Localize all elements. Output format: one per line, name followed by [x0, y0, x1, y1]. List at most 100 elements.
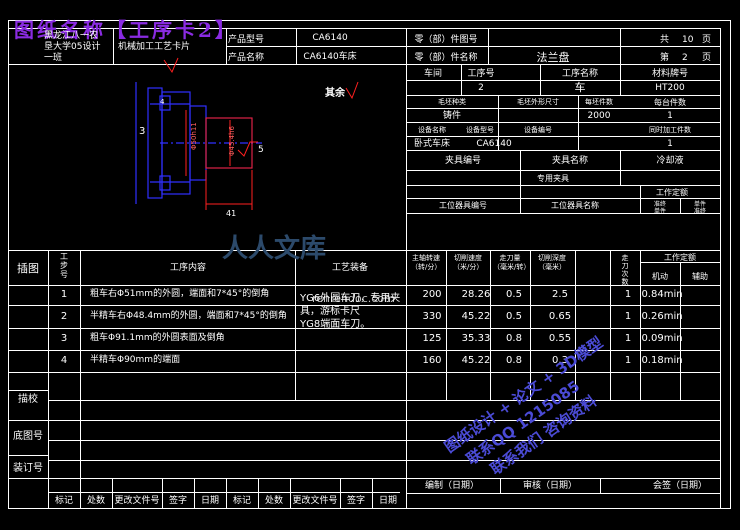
op-name: 车 [574, 81, 586, 94]
h-fixture-name: 夹具名称 [551, 156, 589, 166]
op-depth: 2.5 [552, 289, 568, 300]
sig-count-2: 处数 [264, 496, 284, 506]
outer-frame [8, 20, 731, 509]
sig-date: 日期 [200, 496, 220, 506]
h-time-quota-ops: 工作定额 [664, 253, 696, 262]
h-station-tool-name: 工位器具名称 [551, 201, 599, 210]
op-feed: 0.5 [506, 289, 522, 300]
total-pages-label: 共 [660, 35, 670, 45]
dim-4: 4 [160, 98, 165, 106]
op-time: 0.26min [641, 311, 683, 322]
op-time: 0.84min [641, 289, 683, 300]
school-line-2: 垦大学05设计 [44, 42, 101, 52]
h-coolant: 冷却液 [656, 156, 684, 166]
op-depth: 0.3 [552, 355, 568, 366]
op-cut-speed: 45.22 [461, 311, 491, 322]
dim-dia1: Φ50h11 [190, 122, 198, 150]
op-content: 半精车Φ90mm的端面 [90, 355, 181, 365]
side-trace: 描校 [18, 394, 38, 405]
equip-model: CA6140 [476, 139, 512, 149]
h-speed: 主轴转速（转/分） [411, 254, 442, 271]
equipment-line-2: 具，游标卡尺 [300, 306, 360, 317]
op-step-no: 3 [60, 333, 68, 344]
h-sketch: 插图 [17, 262, 39, 275]
sig-change-doc: 更改文件号 [114, 496, 160, 506]
op-speed: 125 [422, 333, 442, 344]
op-speed: 200 [422, 289, 442, 300]
h-workshop: 车间 [423, 69, 443, 79]
blank-qty: 2000 [587, 111, 611, 121]
part-number-label: 零（部）件图号 [414, 35, 478, 45]
card-title: 机械加工工艺卡片 [118, 42, 191, 52]
h-blank-qty: 每坯件数 [585, 98, 613, 106]
op-no: 2 [478, 83, 484, 93]
op-content: 粗车Φ91.1mm的外圆表面及倒角 [90, 333, 225, 343]
sig-mark: 标记 [54, 496, 74, 506]
school-line-1: 黑龙江八一农 [44, 31, 99, 41]
h-prep-end: 准终 [653, 201, 667, 208]
sig-date-2: 日期 [378, 496, 398, 506]
concurrent: 1 [667, 139, 673, 149]
dim-3: 3 [139, 126, 145, 137]
op-step-no: 1 [60, 289, 68, 300]
op-speed: 160 [422, 355, 442, 366]
drawing-title: 图纸名称【工序卡2】 [14, 18, 238, 42]
h-time-quota: 工作定额 [656, 188, 688, 197]
op-content: 粗车右Φ51mm的外圆，端面和7*45°的倒角 [90, 289, 270, 299]
op-cut-speed: 28.26 [461, 289, 491, 300]
material: HT200 [655, 83, 685, 93]
h-equip-name: 设备名称 [418, 126, 446, 134]
sig-countersign: 会签（日期） [652, 481, 708, 491]
dim-5: 5 [258, 145, 264, 155]
h-depth: 切削深度（毫米） [538, 254, 566, 271]
op-feed: 0.8 [506, 333, 522, 344]
h-machine-time: 机动 [652, 272, 668, 281]
h-feed: 走刀量（毫米/转） [493, 254, 531, 271]
watermark-brand: 人人文库 [222, 234, 327, 264]
op-feed: 0.8 [506, 355, 522, 366]
school-line-3: 一班 [44, 53, 63, 63]
per-unit: 1 [667, 111, 673, 121]
sig-design: 编制（日期） [424, 481, 480, 491]
h-prep-end-2: 准终 [693, 208, 707, 215]
part-sketch: 3 5 41 Φ50h11 Φ45.4h6 4 其余 [135, 57, 359, 218]
h-unit-time: 单件 [693, 201, 707, 208]
h-op-name: 工序名称 [561, 69, 599, 79]
product-name: CA6140车床 [303, 52, 357, 62]
page-unit: 页 [702, 35, 712, 45]
product-model: CA6140 [312, 33, 348, 43]
op-content: 半精车右Φ48.4mm的外圆，端面和7*45°的倒角 [90, 311, 287, 321]
page-no: 2 [682, 53, 688, 63]
h-op-no: 工序号 [467, 69, 495, 79]
op-speed: 330 [422, 311, 442, 322]
total-pages: 10 [682, 35, 694, 45]
op-step-no: 2 [60, 311, 68, 322]
h-aux-time: 辅助 [692, 272, 708, 281]
h-station-tool-no: 工位器具编号 [439, 201, 487, 210]
op-depth: 0.55 [548, 333, 572, 344]
dim-dia2: Φ45.4h6 [228, 125, 236, 156]
h-material: 材料牌号 [651, 69, 689, 79]
op-step-no: 4 [60, 355, 68, 366]
h-content: 工序内容 [169, 263, 207, 273]
op-feed: 0.5 [506, 311, 522, 322]
blank-type: 铸件 [442, 111, 462, 121]
h-blank-type: 毛坯种类 [438, 98, 466, 106]
sig-sign: 签字 [168, 496, 188, 506]
dim-len: 41 [226, 209, 236, 218]
h-blank-dim: 毛坯外形尺寸 [517, 98, 559, 106]
h-cut-speed: 切削速度（米/分） [453, 254, 484, 271]
page-unit-2: 页 [702, 53, 712, 63]
product-name-label: 产品名称 [227, 53, 265, 63]
page-label: 第 [660, 53, 670, 63]
sig-change-doc-2: 更改文件号 [292, 496, 338, 506]
op-passes: 1 [624, 289, 632, 300]
h-concurrent: 同时加工件数 [649, 126, 691, 134]
h-equip-no: 设备编号 [524, 126, 552, 134]
fixture-name: 专用夹具 [537, 174, 569, 183]
h-equip-model: 设备型号 [466, 126, 494, 134]
sig-count: 处数 [86, 496, 106, 506]
equipment-line-1: YG6外圆车刀，专用夹 [300, 293, 401, 304]
